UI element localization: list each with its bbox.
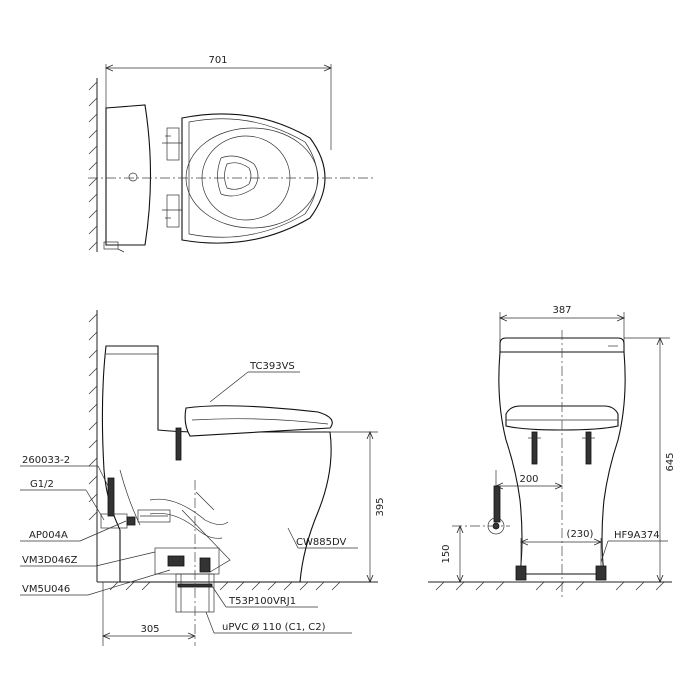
dim-230-label: (230): [567, 529, 594, 540]
floor-bolt-right: [595, 565, 607, 581]
label-upvc: uPVC Ø 110 (C1, C2): [222, 621, 326, 633]
fill-valve: [137, 509, 171, 523]
valve-nut: [126, 516, 136, 526]
seat-hinges: [162, 127, 183, 228]
seat-bolt-side: [175, 427, 182, 461]
seat-lid-side: [184, 405, 333, 437]
dim-387-label: 387: [552, 305, 571, 316]
dim-395-label: 395: [375, 497, 386, 516]
top-view: 701: [88, 55, 375, 253]
front-supply-hose: [493, 485, 501, 523]
label-260033-2: 260033-2: [22, 455, 70, 466]
label-ap004a: AP004A: [29, 530, 68, 541]
front-view: 387 200 (230): [428, 305, 676, 600]
supply-hose: [107, 477, 115, 517]
dim-701-label: 701: [208, 55, 227, 66]
water-inlet-stub: [103, 241, 119, 250]
side-wall-hatch: [88, 313, 98, 521]
label-tc393vs: TC393VS: [249, 361, 295, 372]
label-t53p100vrj1: T53P100VRJ1: [228, 596, 296, 607]
dim-305-label: 305: [140, 624, 159, 635]
bowl-water-outer: [217, 155, 259, 197]
label-hf9a374: HF9A374: [614, 530, 660, 541]
dim-645-label: 645: [665, 452, 676, 471]
top-wall-hatch: [88, 81, 98, 251]
seat-inner: [188, 118, 318, 238]
tank-top: [105, 104, 152, 246]
label-cw885dv: CW885DV: [296, 537, 346, 548]
label-vm3d046z: VM3D046Z: [22, 555, 78, 566]
dim-200-label: 200: [519, 474, 538, 485]
label-vm5u046: VM5U046: [22, 584, 70, 595]
trapway-upper: [149, 498, 229, 525]
side-view: 395 305 TC393VS 260033-2 G1/2 AP004A VM3…: [20, 310, 386, 646]
dim-150-label: 150: [441, 544, 452, 563]
bowl-water-inner: [224, 162, 252, 190]
side-floor-hatch: [109, 581, 341, 591]
flush-button-icon: [128, 172, 138, 182]
front-floor-hatch: [435, 581, 665, 591]
label-g12: G1/2: [30, 479, 54, 490]
floor-bolt-left: [515, 565, 527, 581]
front-seat-bolts: [528, 431, 595, 465]
seat-outer: [181, 113, 326, 244]
